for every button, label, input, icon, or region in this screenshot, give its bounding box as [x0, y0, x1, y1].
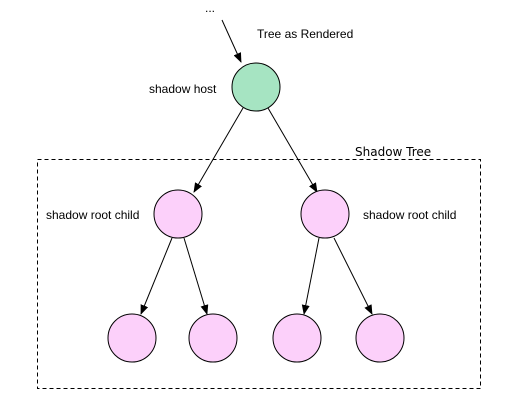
shadow-tree-frame	[37, 159, 481, 389]
left-shadow-root-child-label: shadow root child	[46, 208, 139, 222]
top-ellipsis: ...	[205, 1, 215, 15]
shadow-host-node	[231, 62, 281, 112]
leaf-node-3	[272, 313, 322, 363]
leaf-node-4	[355, 313, 405, 363]
shadow-tree-label: Shadow Tree	[355, 145, 431, 159]
left-child-to-leaf-1-arrow	[140, 237, 173, 315]
right-child-to-leaf-4-arrow	[333, 237, 373, 315]
right-shadow-root-child-node	[300, 189, 350, 239]
shadow-host-label: shadow host	[149, 82, 217, 96]
leaf-node-1	[107, 313, 157, 363]
right-shadow-root-child-label: shadow root child	[363, 208, 456, 222]
tree-as-rendered-label: Tree as Rendered	[257, 27, 353, 41]
host-to-right-child-arrow	[267, 107, 318, 193]
left-shadow-root-child-node	[153, 189, 203, 239]
incoming-edge-arrow	[221, 19, 242, 63]
leaf-node-2	[188, 313, 238, 363]
left-child-to-leaf-2-arrow	[183, 237, 209, 315]
host-to-left-child-arrow	[193, 107, 244, 193]
right-child-to-leaf-3-arrow	[301, 237, 320, 315]
